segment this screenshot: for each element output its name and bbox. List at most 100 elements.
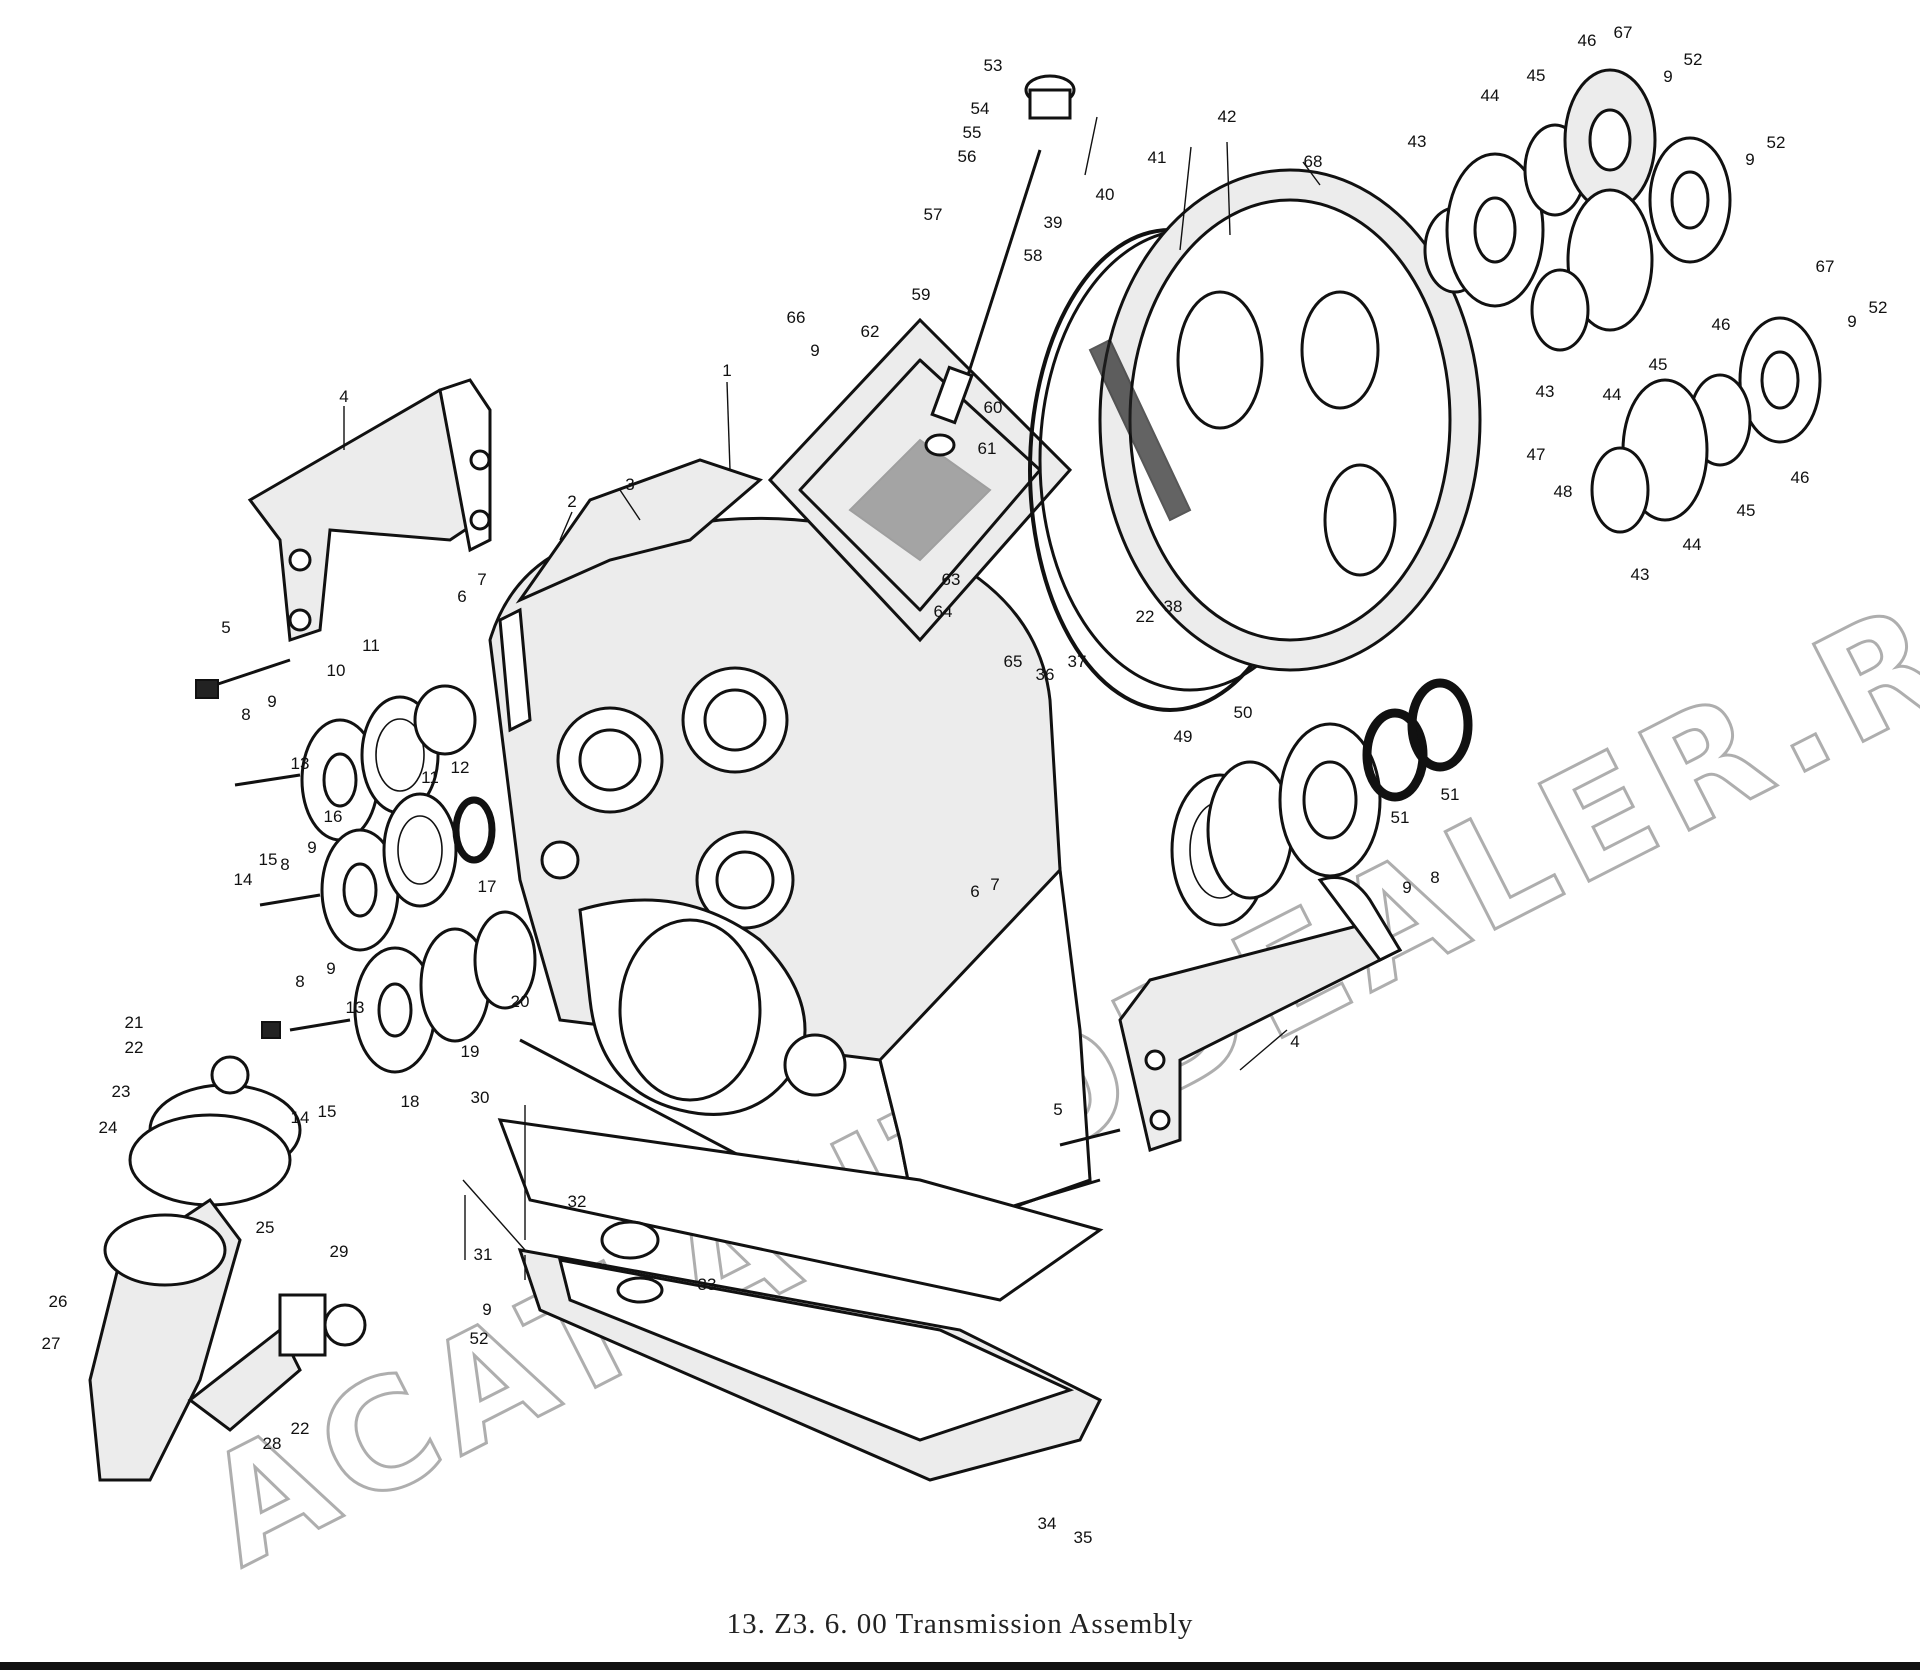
callout-4b: 4 bbox=[1290, 1032, 1299, 1051]
callout-40: 40 bbox=[1096, 185, 1115, 204]
left-support-top bbox=[195, 378, 492, 699]
bottom-border-bar bbox=[0, 1662, 1920, 1670]
callout-39: 39 bbox=[1044, 213, 1063, 232]
callout-44c: 44 bbox=[1683, 535, 1702, 554]
callout-65: 65 bbox=[1004, 652, 1023, 671]
leader-lines bbox=[343, 116, 1321, 1280]
callout-45c: 45 bbox=[1737, 501, 1756, 520]
callout-8c: 8 bbox=[295, 972, 304, 991]
right-support-bottom bbox=[1059, 876, 1403, 1152]
callout-31: 31 bbox=[474, 1245, 493, 1264]
callout-22b: 22 bbox=[1136, 607, 1155, 626]
callout-2: 2 bbox=[567, 492, 576, 511]
callout-28: 28 bbox=[263, 1434, 282, 1453]
callout-3: 3 bbox=[625, 475, 634, 494]
callout-67b: 67 bbox=[1816, 257, 1835, 276]
callout-64: 64 bbox=[934, 602, 953, 621]
lower-right-seals bbox=[1170, 678, 1473, 927]
callout-63: 63 bbox=[942, 570, 961, 589]
left-side-components bbox=[234, 607, 537, 1074]
callout-58: 58 bbox=[1024, 246, 1043, 265]
callout-13b: 13 bbox=[346, 998, 365, 1017]
callout-43c: 43 bbox=[1631, 565, 1650, 584]
callout-16: 16 bbox=[324, 807, 343, 826]
callout-59: 59 bbox=[912, 285, 931, 304]
callout-49: 49 bbox=[1174, 727, 1193, 746]
callout-13a: 13 bbox=[291, 754, 310, 773]
callout-14b: 14 bbox=[291, 1108, 310, 1127]
callout-10: 10 bbox=[327, 661, 346, 680]
callout-20: 20 bbox=[511, 992, 530, 1011]
breather-assembly bbox=[924, 74, 1076, 457]
callout-56: 56 bbox=[958, 147, 977, 166]
callout-34: 34 bbox=[1038, 1514, 1057, 1533]
callout-5a: 5 bbox=[221, 618, 230, 637]
callout-35: 35 bbox=[1074, 1528, 1093, 1547]
callout-30: 30 bbox=[471, 1088, 490, 1107]
callout-14a: 14 bbox=[234, 870, 253, 889]
callout-46b: 46 bbox=[1712, 315, 1731, 334]
callout-19: 19 bbox=[461, 1042, 480, 1061]
pto-housing bbox=[88, 1055, 367, 1482]
callout-46c: 46 bbox=[1791, 468, 1810, 487]
callout-1: 1 bbox=[722, 361, 731, 380]
callout-8b: 8 bbox=[280, 855, 289, 874]
callout-6b: 6 bbox=[970, 882, 979, 901]
callout-67a: 67 bbox=[1614, 23, 1633, 42]
callout-9b: 9 bbox=[307, 838, 316, 857]
callout-8a: 8 bbox=[241, 705, 250, 724]
callout-9i: 9 bbox=[1847, 312, 1856, 331]
callout-32: 32 bbox=[568, 1192, 587, 1211]
callout-17: 17 bbox=[478, 877, 497, 896]
callout-55: 55 bbox=[963, 123, 982, 142]
callout-9a: 9 bbox=[267, 692, 276, 711]
callout-9f: 9 bbox=[1402, 878, 1411, 897]
callout-9g: 9 bbox=[1663, 67, 1672, 86]
callout-52d: 52 bbox=[470, 1329, 489, 1348]
callout-7b: 7 bbox=[990, 875, 999, 894]
callout-21: 21 bbox=[125, 1013, 144, 1032]
callout-61: 61 bbox=[978, 439, 997, 458]
diagram-caption: 13. Z3. 6. 00 Transmission Assembly bbox=[726, 1608, 1194, 1640]
callout-18: 18 bbox=[401, 1092, 420, 1111]
callout-57: 57 bbox=[924, 205, 943, 224]
callout-4a: 4 bbox=[339, 387, 348, 406]
callout-38: 38 bbox=[1164, 597, 1183, 616]
callout-47: 47 bbox=[1527, 445, 1546, 464]
callout-44b: 44 bbox=[1603, 385, 1622, 404]
callout-9e: 9 bbox=[482, 1300, 491, 1319]
callout-5b: 5 bbox=[1053, 1100, 1062, 1119]
main-housing bbox=[488, 317, 1101, 1242]
callout-68: 68 bbox=[1304, 152, 1323, 171]
callout-9c: 9 bbox=[326, 959, 335, 978]
callout-36: 36 bbox=[1036, 665, 1055, 684]
callout-labels: 1 2 3 4 4 5 5 6 6 7 7 8 8 8 8 9 9 9 9 9 … bbox=[42, 23, 1888, 1547]
callout-51b: 51 bbox=[1441, 785, 1460, 804]
callout-27: 27 bbox=[42, 1334, 61, 1353]
callout-66: 66 bbox=[787, 308, 806, 327]
callout-52a: 52 bbox=[1684, 50, 1703, 69]
callout-23: 23 bbox=[112, 1082, 131, 1101]
callout-22a: 22 bbox=[125, 1038, 144, 1057]
callout-29: 29 bbox=[330, 1242, 349, 1261]
callout-46a: 46 bbox=[1578, 31, 1597, 50]
callout-62: 62 bbox=[861, 322, 880, 341]
callout-6a: 6 bbox=[457, 587, 466, 606]
callout-60: 60 bbox=[984, 398, 1003, 417]
callout-12: 12 bbox=[451, 758, 470, 777]
callout-11b: 11 bbox=[421, 768, 439, 787]
oil-pan bbox=[497, 1118, 1104, 1482]
callout-9d: 9 bbox=[810, 341, 819, 360]
callout-42: 42 bbox=[1218, 107, 1237, 126]
callout-48: 48 bbox=[1554, 482, 1573, 501]
callout-25: 25 bbox=[256, 1218, 275, 1237]
callout-52c: 52 bbox=[1869, 298, 1888, 317]
callout-41: 41 bbox=[1148, 148, 1167, 167]
callout-44a: 44 bbox=[1481, 86, 1500, 105]
callout-50: 50 bbox=[1234, 703, 1253, 722]
callout-33: 33 bbox=[698, 1275, 717, 1294]
callout-43b: 43 bbox=[1536, 382, 1555, 401]
callout-24: 24 bbox=[99, 1118, 118, 1137]
callout-9h: 9 bbox=[1745, 150, 1754, 169]
callout-52b: 52 bbox=[1767, 133, 1786, 152]
